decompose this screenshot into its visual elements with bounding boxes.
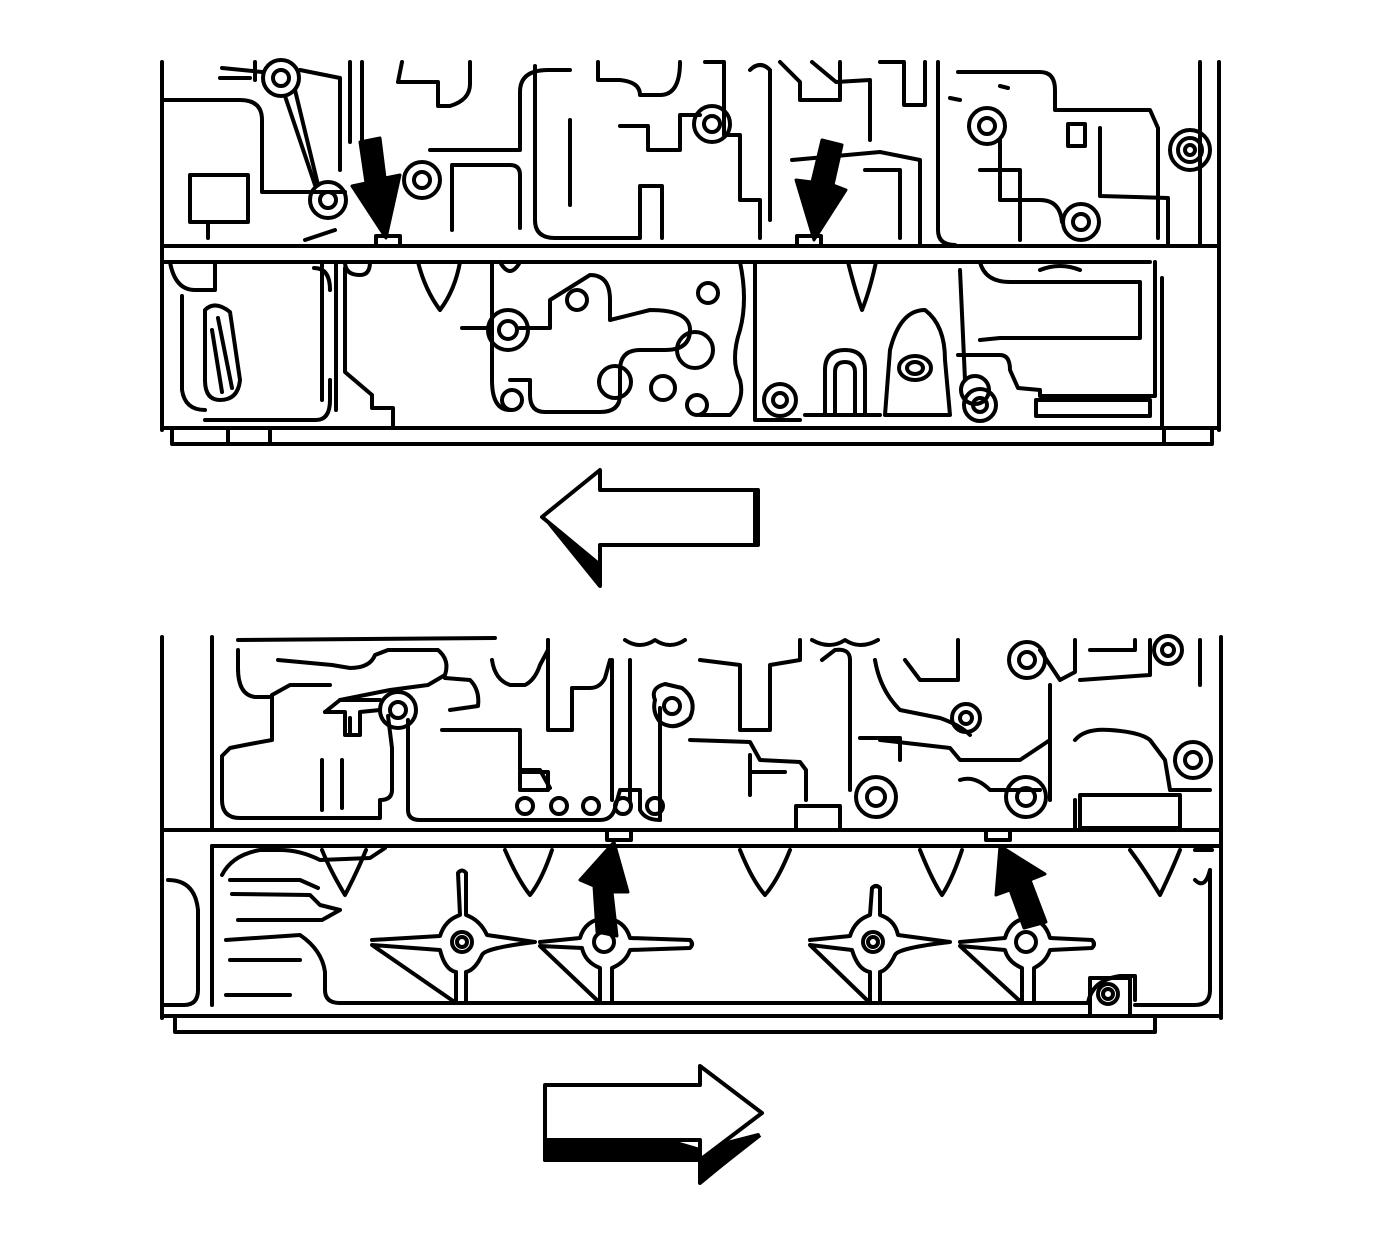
upper-gasket-tabs: [374, 234, 823, 248]
lower-lower-half-passages: [160, 844, 1214, 1007]
lower-gasket-tabs: [605, 828, 1012, 842]
lower-fluid-passages: [220, 636, 1212, 832]
lower-bolt-holes: [378, 634, 1213, 819]
upper-callout-arrows: [350, 136, 848, 242]
up-callout-arrow-icon: [994, 844, 1048, 930]
upper-panel: [160, 58, 1221, 446]
upper-valve-body-frame: [160, 60, 1221, 446]
upper-fluid-passages: [160, 60, 1170, 247]
lower-panel: [160, 634, 1223, 1034]
left-block-arrow-icon: [540, 468, 760, 588]
up-callout-arrow-icon: [578, 840, 630, 938]
lower-check-ball-fittings: [370, 868, 1132, 1018]
lower-valve-body-frame: [160, 635, 1223, 1034]
upper-lower-half-bores: [486, 281, 998, 423]
upper-bolt-holes: [261, 58, 1212, 242]
down-callout-arrow-icon: [794, 138, 848, 242]
upper-lower-half-passages: [168, 260, 1164, 430]
lower-callout-arrows: [578, 840, 1048, 938]
down-callout-arrow-icon: [350, 136, 402, 240]
right-block-arrow-icon: [543, 1064, 764, 1185]
lower-plug-row: [515, 796, 665, 816]
